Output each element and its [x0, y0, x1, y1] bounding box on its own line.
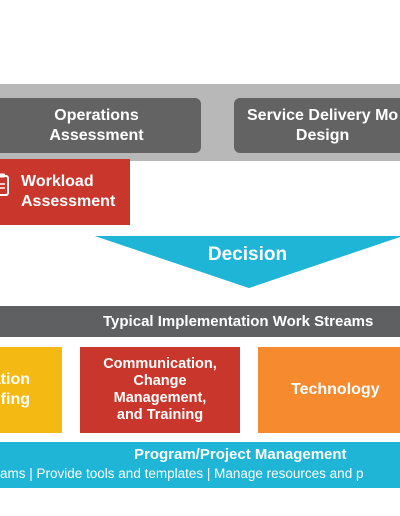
work-stream-label-technology: Technology: [291, 381, 380, 398]
decision-label: Decision: [207, 244, 288, 265]
decision-chevron: [95, 236, 400, 288]
work-stream-label-organization: ation fing: [0, 371, 30, 408]
work-streams-title: Typical Implementation Work Streams: [103, 313, 374, 330]
service-delivery-design-box: Service Delivery Mo Design: [234, 98, 400, 153]
workload-assessment-card: Workload Assessment: [0, 159, 130, 225]
work-stream-label-communication: Communication, Change Management, and Tr…: [103, 356, 217, 423]
operations-assessment-box: Operations Assessment: [0, 98, 201, 153]
work-stream-card-communication: Communication, Change Management, and Tr…: [80, 347, 240, 433]
service-delivery-design-label: Service Delivery Mo Design: [247, 106, 399, 144]
program-management-title: Program/Project Management: [134, 446, 347, 463]
clipboard-icon: [0, 173, 9, 196]
work-stream-card-organization: ation fing: [0, 347, 62, 433]
work-streams-header: Typical Implementation Work Streams: [0, 306, 400, 337]
program-management-band: Program/Project Management ams | Provide…: [0, 442, 400, 488]
program-management-subtitle: ams | Provide tools and templates | Mana…: [0, 466, 364, 481]
workload-assessment-label: Workload Assessment: [21, 173, 116, 210]
operations-assessment-label: Operations Assessment: [49, 106, 144, 144]
work-stream-card-technology: Technology: [258, 347, 400, 433]
